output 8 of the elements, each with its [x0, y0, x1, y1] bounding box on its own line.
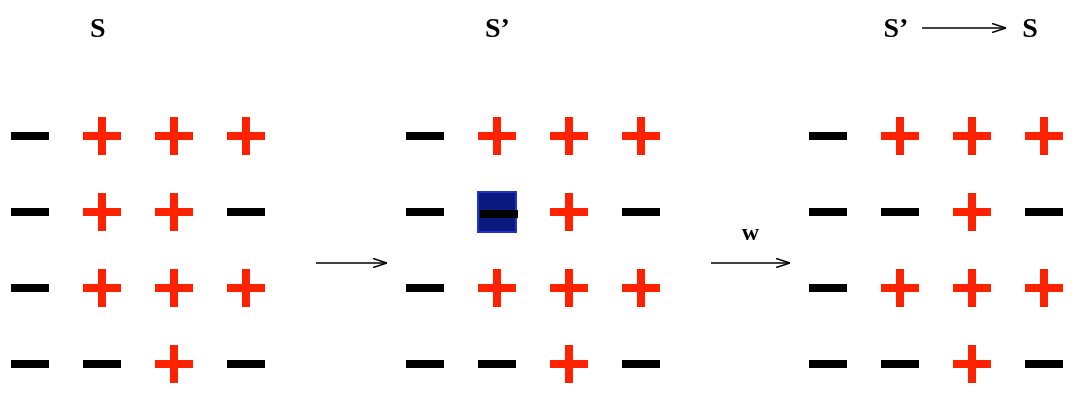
state-label: S’ [878, 8, 914, 48]
arrow [315, 257, 388, 269]
state-label: S [1012, 8, 1048, 48]
highlight-square [477, 191, 517, 233]
grid-title: S [90, 11, 106, 45]
arrow [710, 257, 791, 269]
grid-title: S’ [485, 11, 510, 45]
arrow [921, 22, 1007, 34]
